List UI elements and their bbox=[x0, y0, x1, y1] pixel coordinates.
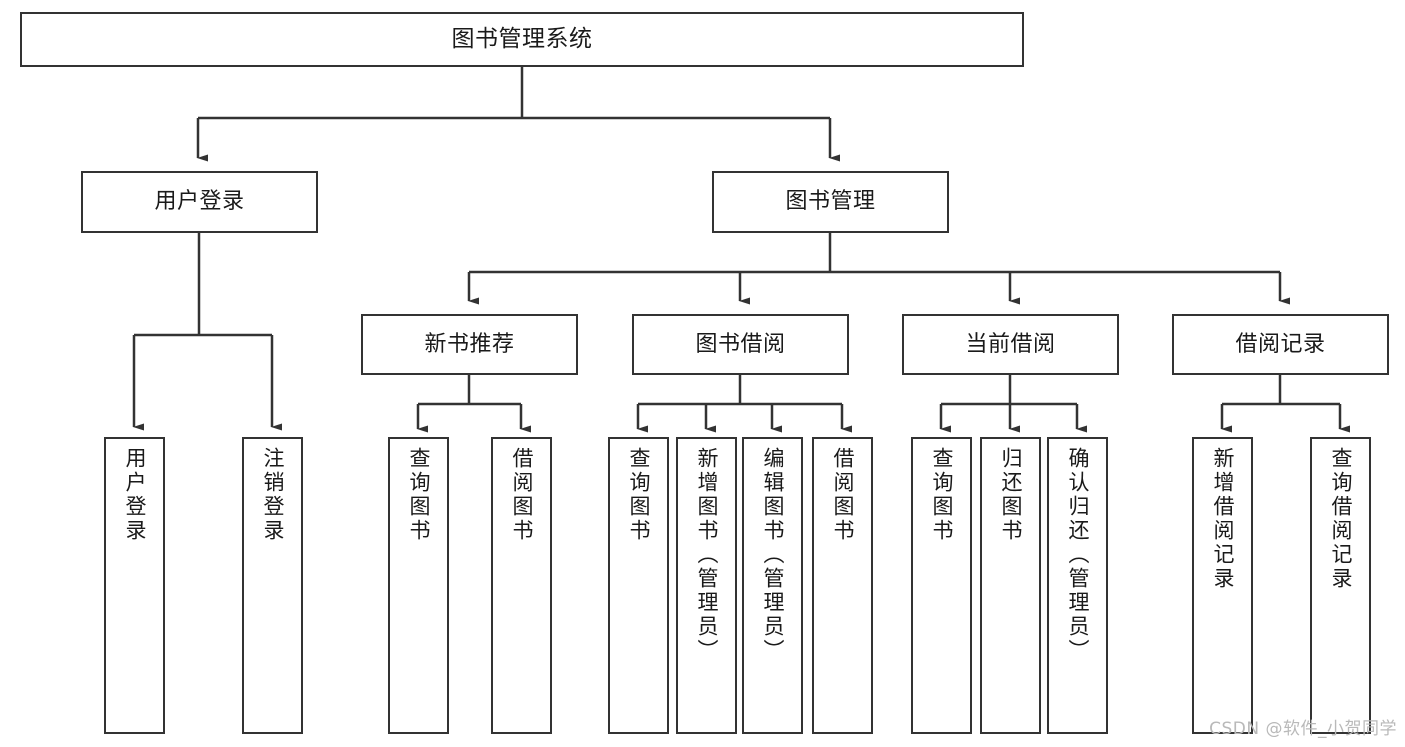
node-leaf-add-record-label: 新增借阅记录 bbox=[1211, 447, 1235, 591]
node-leaf-edit-book[interactable]: 编辑图书（管理员） bbox=[742, 437, 803, 734]
node-root[interactable]: 图书管理系统 bbox=[20, 12, 1024, 67]
node-leaf-borrow-book-1-label: 借阅图书 bbox=[510, 447, 534, 543]
node-current-borrow-label: 当前借阅 bbox=[965, 331, 1056, 357]
node-user-login[interactable]: 用户登录 bbox=[81, 171, 318, 233]
node-leaf-query-book-3[interactable]: 查询图书 bbox=[911, 437, 972, 734]
node-leaf-query-book-1-label: 查询图书 bbox=[407, 447, 431, 543]
node-leaf-confirm-return-label: 确认归还（管理员） bbox=[1066, 447, 1090, 663]
node-current-borrow[interactable]: 当前借阅 bbox=[902, 314, 1119, 375]
node-book-manage-label: 图书管理 bbox=[785, 189, 876, 215]
node-leaf-logout-label: 注销登录 bbox=[261, 447, 285, 543]
node-leaf-query-book-3-label: 查询图书 bbox=[930, 447, 954, 543]
node-leaf-query-book-2[interactable]: 查询图书 bbox=[608, 437, 669, 734]
node-borrow-record[interactable]: 借阅记录 bbox=[1172, 314, 1389, 375]
node-leaf-return-book[interactable]: 归还图书 bbox=[980, 437, 1041, 734]
node-book-manage[interactable]: 图书管理 bbox=[712, 171, 949, 233]
node-leaf-user-login[interactable]: 用户登录 bbox=[104, 437, 165, 734]
node-root-label: 图书管理系统 bbox=[451, 26, 593, 53]
node-leaf-query-record-label: 查询借阅记录 bbox=[1329, 447, 1353, 591]
node-new-book-rec[interactable]: 新书推荐 bbox=[361, 314, 578, 375]
node-borrow-record-label: 借阅记录 bbox=[1235, 331, 1326, 357]
node-leaf-add-book[interactable]: 新增图书（管理员） bbox=[676, 437, 737, 734]
node-leaf-return-book-label: 归还图书 bbox=[999, 447, 1023, 543]
node-leaf-borrow-book-2[interactable]: 借阅图书 bbox=[812, 437, 873, 734]
node-leaf-borrow-book-1[interactable]: 借阅图书 bbox=[491, 437, 552, 734]
node-leaf-add-book-label: 新增图书（管理员） bbox=[695, 447, 719, 663]
node-leaf-query-book-2-label: 查询图书 bbox=[627, 447, 651, 543]
node-leaf-logout[interactable]: 注销登录 bbox=[242, 437, 303, 734]
node-leaf-confirm-return[interactable]: 确认归还（管理员） bbox=[1047, 437, 1108, 734]
node-leaf-borrow-book-2-label: 借阅图书 bbox=[831, 447, 855, 543]
node-leaf-query-book-1[interactable]: 查询图书 bbox=[388, 437, 449, 734]
node-leaf-query-record[interactable]: 查询借阅记录 bbox=[1310, 437, 1371, 734]
node-book-borrow[interactable]: 图书借阅 bbox=[632, 314, 849, 375]
node-new-book-rec-label: 新书推荐 bbox=[424, 331, 515, 357]
node-leaf-add-record[interactable]: 新增借阅记录 bbox=[1192, 437, 1253, 734]
node-leaf-edit-book-label: 编辑图书（管理员） bbox=[761, 447, 785, 663]
node-book-borrow-label: 图书借阅 bbox=[695, 331, 786, 357]
node-user-login-label: 用户登录 bbox=[154, 189, 245, 215]
node-leaf-user-login-label: 用户登录 bbox=[123, 447, 147, 543]
